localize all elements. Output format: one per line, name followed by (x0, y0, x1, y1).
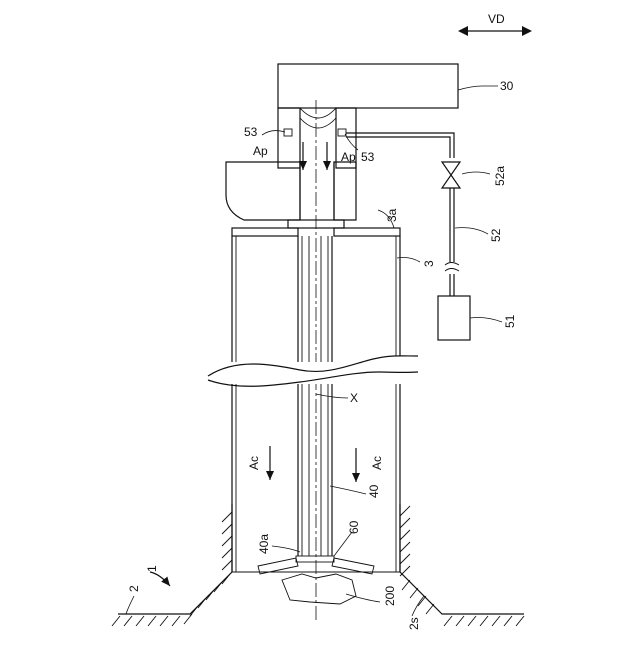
lower-hatched-block-right (334, 162, 356, 220)
label-Ap-left: Ap (253, 144, 268, 158)
label-X: X (350, 391, 358, 405)
lower-hatched-block (226, 162, 300, 220)
leader-51 (470, 318, 502, 323)
label-60: 60 (347, 520, 361, 534)
label-Ac-left: Ac (247, 456, 261, 470)
leader-52 (455, 228, 488, 234)
label-30: 30 (500, 79, 514, 93)
label-53-right: 53 (361, 150, 375, 164)
label-51: 51 (503, 314, 517, 328)
gas-tank-51 (438, 296, 470, 340)
label-200: 200 (383, 586, 397, 606)
label-2s: 2s (407, 617, 421, 630)
valve-52a (442, 162, 460, 188)
leader-52a (462, 172, 490, 174)
label-52a: 52a (493, 166, 507, 186)
leader-2 (126, 596, 134, 614)
label-3: 3 (422, 260, 436, 267)
flange-3a-left (232, 228, 298, 236)
arrow-1 (150, 572, 170, 586)
direction-label: VD (488, 12, 505, 26)
label-1: 1 (145, 565, 159, 572)
leader-40a (272, 546, 300, 552)
leader-60 (334, 532, 352, 556)
direction-indicator: VD (458, 12, 532, 36)
ground-2 (112, 504, 524, 626)
break-line (206, 356, 420, 386)
leader-40 (330, 486, 366, 494)
direction-arrow-right-head (522, 26, 532, 36)
label-2: 2 (127, 585, 141, 592)
label-52: 52 (489, 228, 503, 242)
leader-53-left (262, 131, 285, 135)
sensor-53-right (338, 129, 346, 136)
label-40a: 40a (257, 534, 271, 554)
flange-3a-right (334, 228, 400, 236)
label-Ac-right: Ac (370, 456, 384, 470)
drive-unit-30 (278, 64, 458, 108)
direction-arrow-left-head (458, 26, 468, 36)
label-3a: 3a (385, 208, 399, 222)
label-53-left: 53 (244, 125, 258, 139)
leader-30 (458, 86, 498, 90)
excavated-soil-200 (282, 574, 356, 604)
label-40: 40 (367, 484, 381, 498)
sensor-53-left (284, 129, 292, 136)
